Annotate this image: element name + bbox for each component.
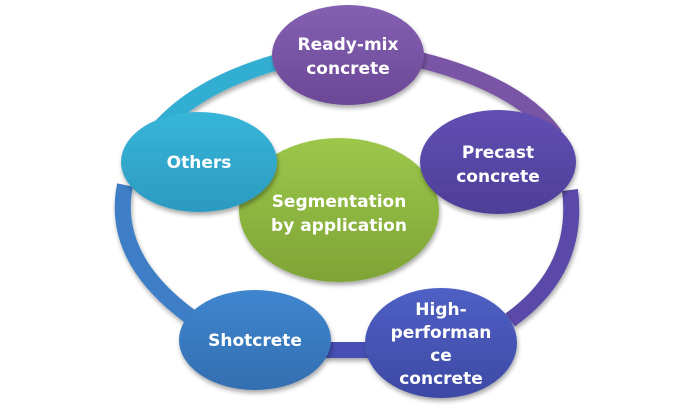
ring-segment-right	[505, 189, 580, 327]
center-label-line-2: by application	[271, 216, 407, 236]
node-others	[121, 112, 277, 212]
node-high-performance-label-line-1: High-	[415, 300, 466, 320]
node-ready-mix-label-line-2: concrete	[306, 59, 390, 79]
node-shotcrete	[179, 290, 331, 390]
node-precast	[420, 110, 576, 214]
node-others-label: Others	[167, 153, 232, 173]
node-shotcrete-label: Shotcrete	[208, 331, 302, 351]
node-high-performance-label-line-4: concrete	[399, 369, 483, 389]
node-precast-label-line-2: concrete	[456, 167, 540, 187]
node-high-performance-label-line-3: ce	[430, 346, 452, 366]
node-high-performance-label-line-2: performan	[391, 323, 492, 343]
center-node	[239, 138, 439, 282]
node-ready-mix	[272, 5, 424, 105]
ring-segment-left	[114, 183, 200, 327]
node-precast-label-line-1: Precast	[462, 143, 534, 163]
center-label-line-1: Segmentation	[272, 192, 407, 212]
node-high-performance	[365, 288, 517, 398]
node-ready-mix-label-line-1: Ready-mix	[298, 35, 399, 55]
